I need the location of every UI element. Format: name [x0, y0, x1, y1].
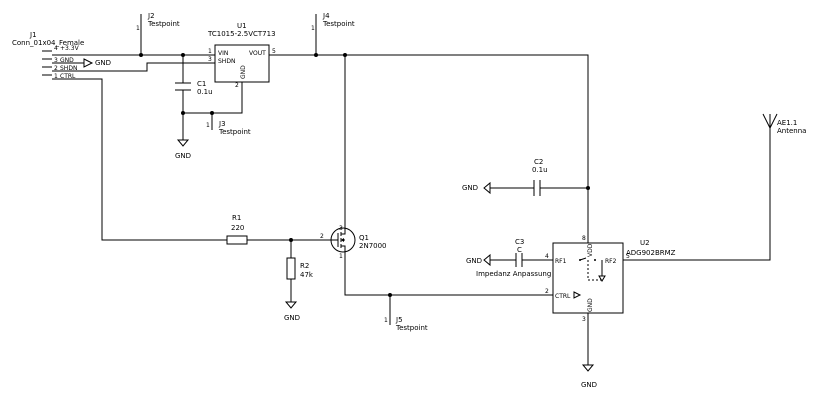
gnd-symbol-u2	[581, 364, 595, 372]
u2-pinnum-2: 2	[545, 288, 549, 295]
j1-pin-3: 3	[54, 57, 58, 64]
testpoint-j5: 1 J5 Testpoint	[384, 295, 428, 332]
r2-value: 47k	[300, 271, 314, 279]
j1-net-gnd: GND	[60, 57, 74, 64]
j2-pin: 1	[136, 25, 140, 32]
gnd-symbol-c3	[483, 253, 491, 267]
u2-pin-vdd: VDD	[587, 243, 594, 257]
c2-ref: C2	[534, 158, 543, 166]
u1-pinnum-1: 1	[208, 48, 212, 55]
u1-pin-gnd: GND	[240, 65, 247, 79]
testpoint-j3: 1 J3 Testpoint	[206, 111, 251, 136]
u1-pinnum-2: 2	[235, 82, 239, 89]
j4-pin: 1	[311, 25, 315, 32]
j5-value: Testpoint	[395, 324, 428, 332]
ae1-value: Antenna	[777, 127, 806, 135]
j4-value: Testpoint	[322, 20, 355, 28]
connector-j1: J1 Conn_01x04_Female 4 3 2 1 +3.3V GND S…	[12, 31, 84, 80]
u1-pin-vin: VIN	[218, 50, 228, 57]
r2-ref: R2	[300, 262, 309, 270]
u2-pinnum-4: 4	[545, 253, 549, 260]
vout-net	[343, 53, 590, 243]
testpoint-j4: J4 Testpoint 1	[311, 12, 355, 57]
mosfet-q1: 2 3 1 Q1 2N7000	[320, 225, 553, 297]
u2-ref: U2	[640, 239, 650, 247]
j2-value: Testpoint	[147, 20, 180, 28]
capacitor-c3: GND C3 C Impedanz Anpassung	[466, 238, 553, 278]
u1-ref: U1	[237, 22, 247, 30]
u2-pin-rf2: RF2	[605, 258, 617, 265]
j3-ref: J3	[218, 120, 226, 128]
testpoint-j2: J2 Testpoint 1	[136, 12, 180, 57]
gnd-c2-label: GND	[462, 184, 478, 192]
j5-ref: J5	[395, 316, 403, 324]
rf-switch-u2: RF1 RF2 VDD CTRL GND 4 2 8 5 3 U2 ADG902…	[545, 128, 771, 389]
c2-value: 0.1u	[532, 166, 548, 174]
u1-pinnum-5: 5	[272, 48, 276, 55]
c1-value: 0.1u	[197, 88, 213, 96]
gnd-flag-j1-label: GND	[95, 59, 111, 67]
u1-pin-shdn: SHDN	[218, 58, 235, 65]
gnd-symbol-c1: GND	[175, 139, 191, 160]
j1-pin-1: 1	[54, 73, 58, 80]
c3-ref: C3	[515, 238, 524, 246]
j1-value: Conn_01x04_Female	[12, 39, 84, 47]
r1-ref: R1	[232, 214, 241, 222]
resistor-r1: R1 220	[226, 214, 326, 245]
j3-pin: 1	[206, 122, 210, 129]
u2-pin-rf1: RF1	[555, 258, 567, 265]
q1-pin-2: 2	[320, 233, 324, 240]
r1-value: 220	[231, 224, 244, 232]
j1-net-shdn: SHDN	[60, 65, 77, 72]
gnd-c1-label: GND	[175, 152, 191, 160]
u1-value: TC1015-2.5VCT713	[207, 30, 276, 38]
j4-ref: J4	[322, 12, 330, 20]
q1-ref: Q1	[359, 234, 369, 242]
antenna-ae1: AE1.1 Antenna	[762, 113, 806, 135]
q1-pin-3: 3	[339, 225, 343, 232]
c1-ref: C1	[197, 80, 206, 88]
capacitor-c2: C2 0.1u GND	[462, 158, 588, 196]
q1-value: 2N7000	[359, 242, 387, 250]
q1-pin-1: 1	[339, 253, 343, 260]
ae1-ref: AE1.1	[777, 119, 797, 127]
c3-note: Impedanz Anpassung	[476, 270, 551, 278]
j1-wires: GND	[52, 54, 227, 241]
u2-value: ADG902BRMZ	[626, 249, 676, 257]
gnd-c3-label: GND	[466, 257, 482, 265]
j1-net-3v3: +3.3V	[60, 45, 80, 52]
u2-pin-ctrl: CTRL	[555, 293, 571, 300]
gnd-r2-label: GND	[284, 314, 300, 322]
capacitor-c1: C1 0.1u	[175, 53, 213, 140]
j2-ref: J2	[147, 12, 155, 20]
gnd-symbol-c2	[483, 181, 491, 195]
regulator-u1: U1 TC1015-2.5VCT713 VIN SHDN VOUT GND 1 …	[183, 22, 345, 114]
j1-pin-4: 4	[54, 45, 58, 52]
j3-value: Testpoint	[218, 128, 251, 136]
gnd-u2-label: GND	[581, 381, 597, 389]
j1-net-ctrl: CTRL	[60, 73, 76, 80]
j1-ref: J1	[29, 31, 37, 39]
u2-pinnum-5: 5	[626, 253, 630, 260]
resistor-r2: R2 47k GND	[284, 240, 314, 322]
j1-pin-2: 2	[54, 65, 58, 72]
gnd-flag-j1	[83, 58, 94, 68]
c3-value: C	[517, 246, 522, 254]
u2-pin-gnd: GND	[587, 298, 594, 312]
gnd-symbol-r2	[284, 301, 298, 309]
u2-pinnum-8: 8	[582, 235, 586, 242]
u1-pinnum-3: 3	[208, 56, 212, 63]
u1-pin-vout: VOUT	[249, 50, 266, 57]
j5-pin: 1	[384, 317, 388, 324]
u2-pinnum-3: 3	[582, 316, 586, 323]
